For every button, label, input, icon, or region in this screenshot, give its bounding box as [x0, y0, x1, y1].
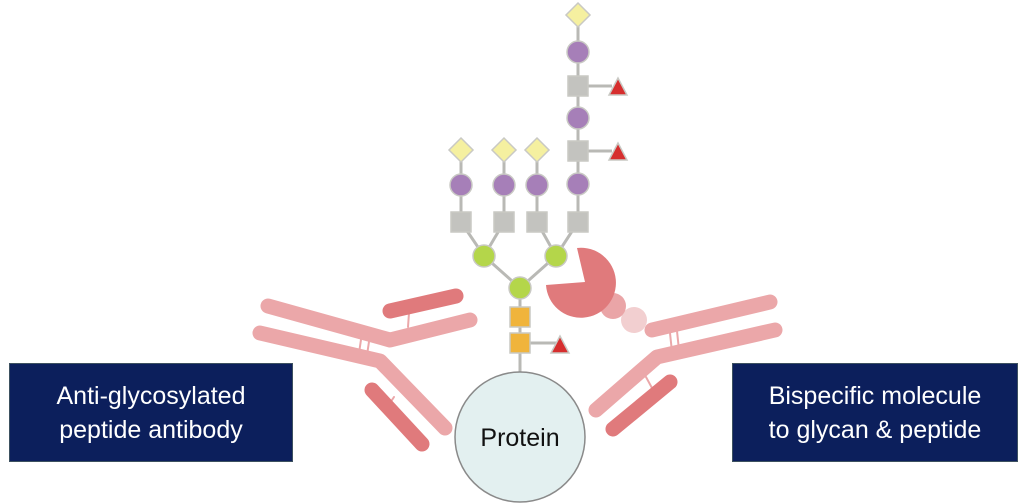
galactose-diamond-icon: [564, 1, 592, 29]
glycan-residues: [447, 1, 629, 354]
anti-glycosylated-peptide-antibody-label: Anti-glycosylated peptide antibody: [9, 363, 293, 462]
glycan-binding-domain: [546, 247, 616, 318]
protein-label: Protein: [480, 424, 559, 452]
anti-glycosylated-peptide-antibody: [252, 288, 478, 452]
light-chain-link: [407, 312, 410, 328]
purple-circle-icon: [566, 40, 590, 64]
fucose-triangle-icon: [607, 141, 629, 161]
label-line: to glycan & peptide: [768, 415, 982, 444]
core-square-icon: [509, 332, 531, 354]
gray-square-icon: [567, 140, 589, 162]
heavy-chain: [252, 325, 453, 436]
purple-circle-icon: [566, 172, 590, 196]
light-chain: [382, 288, 464, 319]
linker-bead: [621, 307, 647, 333]
gray-square-icon: [493, 211, 515, 233]
galactose-diamond-icon: [447, 136, 475, 164]
heavy-chain: [644, 294, 778, 338]
purple-circle-icon: [525, 173, 549, 197]
light-chain: [605, 374, 678, 437]
gray-square-icon: [450, 211, 472, 233]
mannose-circle-icon: [472, 244, 496, 268]
bispecific-molecule: [546, 247, 783, 437]
fucose-triangle-icon: [549, 334, 571, 354]
purple-circle-icon: [492, 173, 516, 197]
mannose-circle-icon: [508, 276, 532, 300]
galactose-diamond-icon: [490, 136, 518, 164]
gray-square-icon: [567, 75, 589, 97]
label-line: Bispecific molecule: [768, 381, 982, 410]
label-line: peptide antibody: [59, 415, 243, 444]
gray-square-icon: [526, 211, 548, 233]
core-square-icon: [509, 306, 531, 328]
heavy-chain: [588, 322, 783, 418]
fucose-triangle-icon: [607, 76, 629, 96]
gray-square-icon: [567, 211, 589, 233]
galactose-diamond-icon: [523, 136, 551, 164]
protein-circle: [454, 371, 586, 503]
light-chain: [364, 382, 430, 452]
purple-circle-icon: [449, 173, 473, 197]
bispecific-molecule-label: Bispecific molecule to glycan & peptide: [732, 363, 1018, 462]
purple-circle-icon: [566, 106, 590, 130]
light-chain-link: [645, 376, 653, 389]
label-line: Anti-glycosylated: [56, 381, 246, 410]
heavy-chain: [260, 298, 478, 348]
protein: Protein: [454, 371, 586, 503]
mannose-circle-icon: [544, 244, 568, 268]
